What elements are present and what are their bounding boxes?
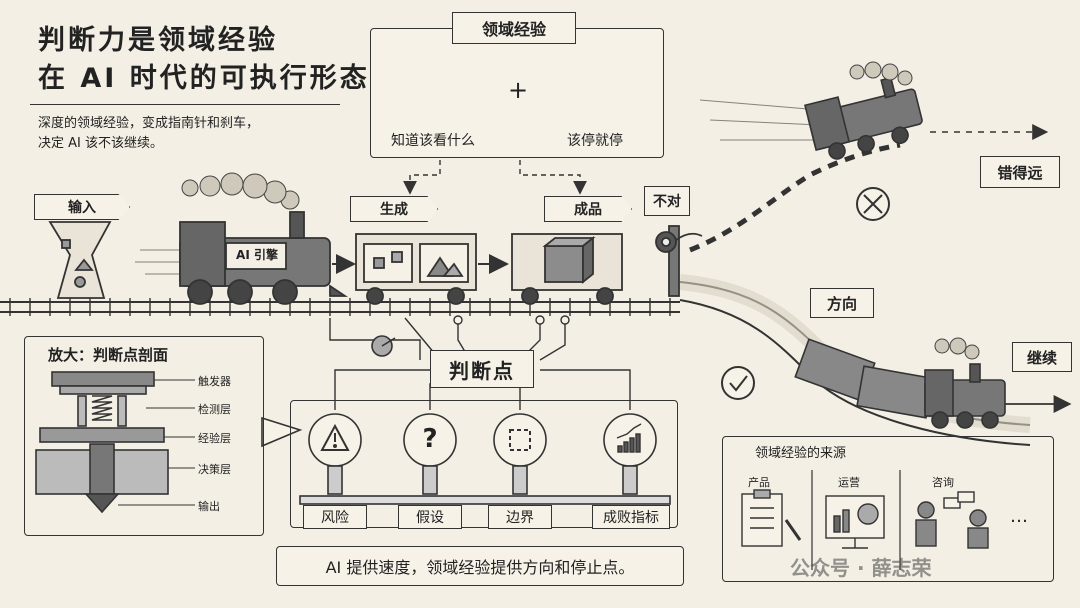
title-divider — [30, 104, 340, 105]
watermark: 公众号 · 薛志荣 — [790, 552, 932, 581]
warning-icon — [320, 423, 350, 451]
dashboard-icon — [825, 495, 885, 549]
input-flag: 输入 — [34, 194, 130, 220]
main-track — [0, 298, 680, 316]
source-consulting: 咨询 — [932, 476, 954, 489]
signal-sensor — [655, 225, 703, 297]
subtitle-line-1: 深度的领域经验，变成指南针和刹车， — [38, 116, 260, 131]
indicator-assumption: 假设 — [398, 505, 462, 529]
domain-experience-panel — [370, 28, 664, 158]
continue-train — [794, 338, 1006, 429]
compass-label: 知道该看什么 — [391, 133, 475, 149]
far-wrong-label: 错得远 — [980, 156, 1060, 188]
derailed-train — [804, 76, 923, 160]
generate-flag: 生成 — [350, 196, 438, 222]
indicator-boundary: 边界 — [488, 505, 552, 529]
source-more: … — [1010, 506, 1028, 527]
source-product: 产品 — [748, 476, 770, 489]
source-operations: 运营 — [838, 476, 860, 489]
indicator-panel — [290, 400, 678, 528]
boundary-icon — [509, 429, 531, 451]
title-line-1: 判断力是领域经验 — [38, 25, 278, 56]
switch-lever-icon — [371, 335, 396, 357]
subtitle: 深度的领域经验，变成指南针和刹车， 决定 AI 该不该继续。 — [38, 114, 259, 154]
layer-detection: 检测层 — [198, 403, 231, 416]
page-title: 判断力是领域经验 在 AI 时代的可执行形态 — [38, 22, 370, 98]
plus-sign: + — [508, 76, 529, 104]
engine-locomotive — [179, 211, 348, 305]
clipboard-icon — [741, 489, 802, 547]
zoom-panel — [24, 336, 264, 536]
continue-label: 继续 — [1012, 342, 1072, 372]
wrong-path — [689, 142, 901, 253]
brake-label: 该停就停 — [567, 133, 623, 149]
watermark-text: 公众号 · 薛志荣 — [790, 556, 932, 580]
wrong-sign: 不对 — [644, 186, 690, 216]
product-flag: 成品 — [544, 196, 632, 222]
layer-decision: 决策层 — [198, 463, 231, 476]
sources-title: 领域经验的来源 — [755, 446, 847, 461]
direction-label: 方向 — [810, 288, 874, 318]
subtitle-line-2: 决定 AI 该不该继续。 — [38, 136, 163, 151]
layer-trigger: 触发器 — [198, 375, 231, 388]
domain-experience-title: 领域经验 — [452, 12, 576, 44]
title-line-2: 在 AI 时代的可执行形态 — [38, 63, 370, 94]
product-wagon — [511, 233, 623, 305]
layer-experience: 经验层 — [198, 432, 231, 445]
caption-text: AI 提供速度，领域经验提供方向和停止点。 — [325, 558, 635, 577]
bar-chart-icon — [616, 423, 642, 453]
wrong-x-icon — [856, 187, 890, 221]
generate-wagon — [355, 233, 477, 305]
caption-box: AI 提供速度，领域经验提供方向和停止点。 — [276, 546, 684, 586]
question-icon: ? — [422, 424, 438, 454]
zoom-title: 放大：判断点剖面 — [48, 346, 169, 364]
judgment-point: 判断点 — [430, 350, 534, 388]
engine-label: AI 引擎 — [236, 248, 278, 262]
indicator-success-metrics: 成败指标 — [592, 505, 670, 529]
sources-panel — [722, 436, 1054, 582]
consulting-people-icon — [915, 491, 989, 549]
layer-output: 输出 — [198, 500, 220, 513]
indicator-risk: 风险 — [303, 505, 367, 529]
ok-check-icon — [721, 366, 755, 400]
zoom-cross-section — [35, 371, 169, 514]
input-funnel — [48, 221, 112, 299]
